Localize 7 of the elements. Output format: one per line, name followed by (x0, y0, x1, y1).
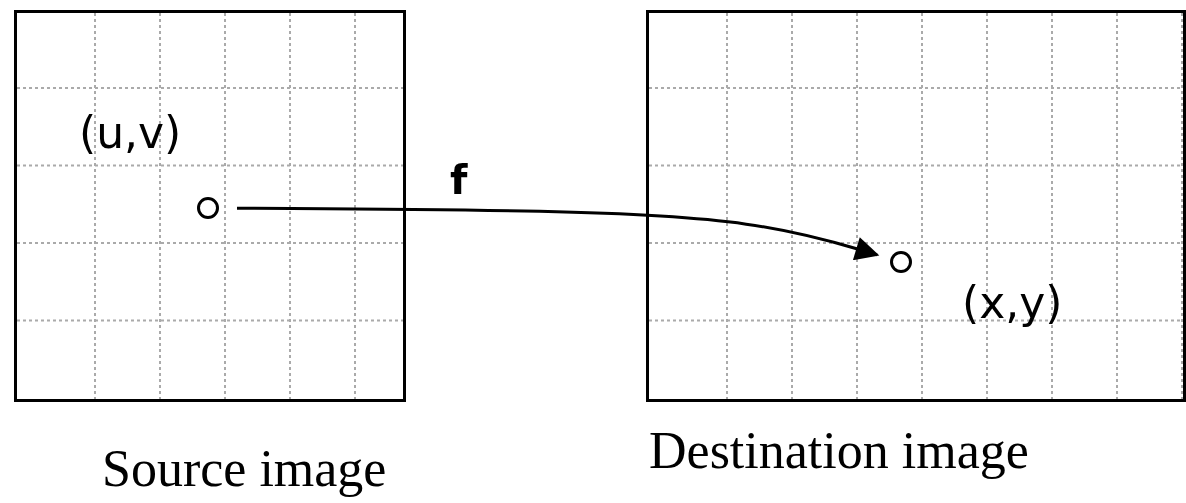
arrow (237, 206, 880, 261)
coordinate-label: (x,y) (962, 281, 1063, 325)
image-caption: Destination image (649, 425, 1029, 477)
point-marker (890, 251, 912, 273)
point-marker (197, 197, 219, 219)
coordinate-label: (u,v) (79, 111, 182, 155)
image-caption: Source image (102, 443, 387, 495)
